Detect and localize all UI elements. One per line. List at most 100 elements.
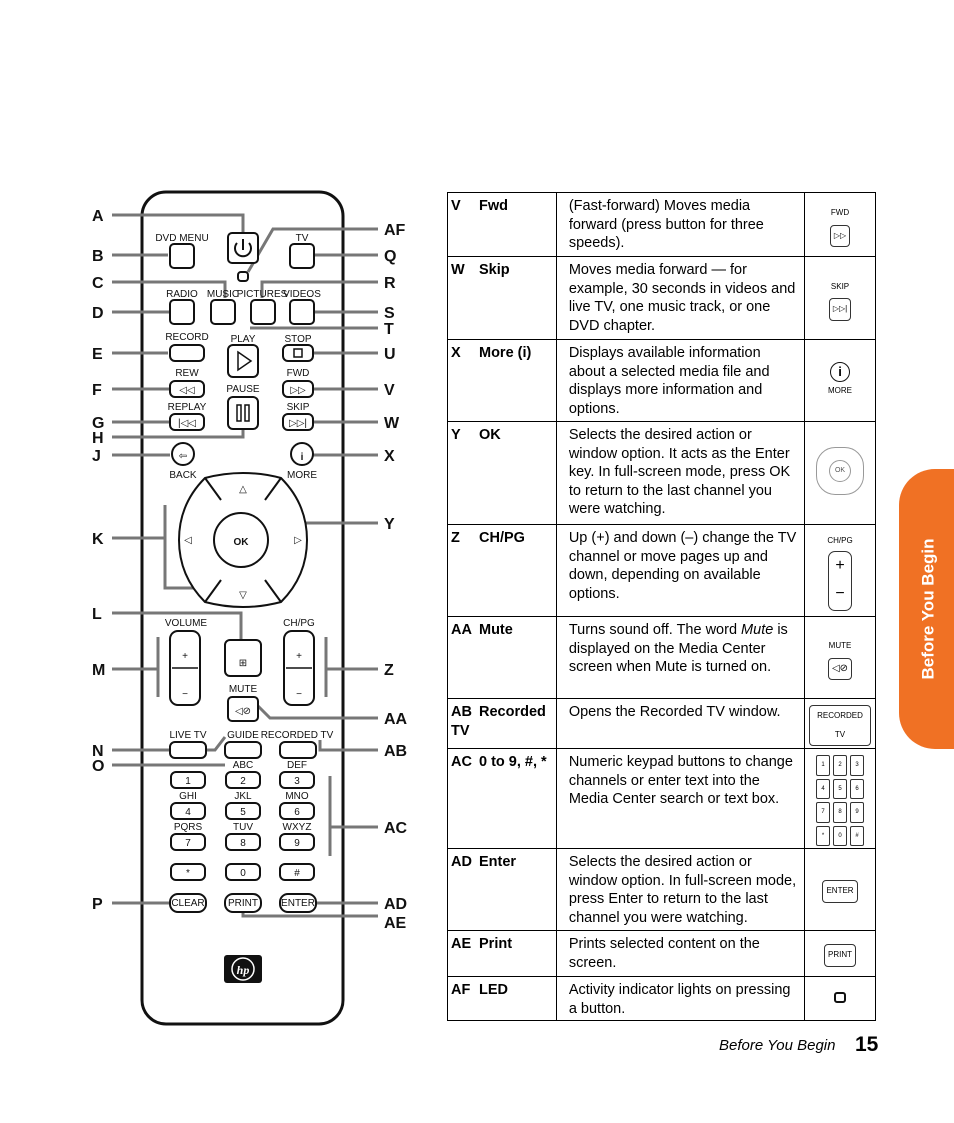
print-button[interactable] <box>224 893 262 913</box>
keypad-digit-label: 3 <box>294 776 300 787</box>
pause-button[interactable] <box>227 396 259 430</box>
callout-b: B <box>92 248 104 265</box>
row-description: Moves media forward — for example, 30 se… <box>555 256 806 340</box>
keypad-letters-label: TUV <box>233 822 253 833</box>
enter-button[interactable] <box>279 893 317 913</box>
row-name: More (i) <box>479 345 532 361</box>
keypad-button[interactable] <box>170 863 206 881</box>
fwd-button-icon-label: FWD <box>830 208 850 217</box>
row-name: Recorded TV <box>451 704 546 739</box>
dvd-menu-label: DVD MENU <box>155 233 208 244</box>
led-icon <box>834 992 847 1004</box>
play-button[interactable] <box>227 344 259 378</box>
enter-label: ENTER <box>281 898 315 909</box>
windows-logo-icon: ⊞ <box>239 658 247 669</box>
live-tv-button[interactable] <box>169 741 207 759</box>
down-arrow-icon: ▽ <box>239 590 247 601</box>
remote-control-diagram: A B C D E F G H J K L M N O P AF Q R S T… <box>92 190 408 1026</box>
callout-n: N <box>92 743 104 760</box>
keypad-button[interactable] <box>170 771 206 789</box>
callout-lines <box>112 213 378 918</box>
power-icon <box>234 242 252 258</box>
pictures-label: PICTURES <box>237 289 288 300</box>
music-button[interactable] <box>210 299 236 325</box>
ok-dpad-icon-label: OK <box>829 460 852 483</box>
dvd-menu-button[interactable] <box>169 243 195 269</box>
keypad-digit-label: 8 <box>240 838 246 849</box>
radio-label: RADIO <box>166 289 198 300</box>
row-description: Numeric keypad buttons to change channel… <box>555 748 806 849</box>
recorded-tv-icon: RECORDED TV <box>809 705 871 746</box>
recorded-tv-button[interactable] <box>279 741 317 759</box>
keypad-button[interactable] <box>279 771 315 789</box>
skip-icon: ▷▷| <box>289 418 307 429</box>
table-row: X More (i) Displays available information… <box>447 339 876 422</box>
radio-button[interactable] <box>169 299 195 325</box>
more-label: MORE <box>287 470 317 481</box>
row-description: Displays available information about a s… <box>555 339 806 422</box>
callouts-left: A B C D E F G H J K L M N O P <box>92 208 105 913</box>
keypad-digit-label: 5 <box>240 807 246 818</box>
section-side-tab: Before You Begin <box>899 469 954 749</box>
pause-icon <box>236 404 242 422</box>
callout-k: K <box>92 531 104 548</box>
keypad-button[interactable] <box>170 802 206 820</box>
power-button[interactable] <box>227 232 259 264</box>
videos-button[interactable] <box>289 299 315 325</box>
up-arrow-icon: △ <box>239 484 247 495</box>
guide-button[interactable] <box>224 741 262 759</box>
row-code: AB <box>451 704 472 720</box>
more-info-icon-label: MORE <box>828 386 853 396</box>
row-code: Y <box>451 427 461 443</box>
keypad-button[interactable] <box>225 771 261 789</box>
callout-z: Z <box>384 662 394 679</box>
ok-label: OK <box>234 537 250 548</box>
fwd-icon: ▷▷ <box>290 385 306 396</box>
callout-l: L <box>92 606 102 623</box>
back-arrow-icon: ⇦ <box>179 451 187 462</box>
callout-c: C <box>92 275 104 292</box>
hp-logo-plate <box>224 955 262 983</box>
clear-button[interactable] <box>169 893 207 913</box>
callout-ac: AC <box>384 820 408 837</box>
left-arrow-icon: ◁ <box>184 535 192 546</box>
fwd-button-icon: ▷▷ <box>829 224 851 247</box>
row-code: X <box>451 345 461 361</box>
ok-button[interactable] <box>213 512 269 568</box>
callout-ab: AB <box>384 743 407 760</box>
keypad-button[interactable] <box>225 802 261 820</box>
enter-button-icon: ENTER <box>822 880 858 903</box>
volume-up-icon: + <box>182 651 188 662</box>
record-button[interactable] <box>169 344 205 362</box>
replay-button[interactable] <box>169 413 205 431</box>
keypad-button[interactable] <box>225 863 261 881</box>
keypad-button[interactable] <box>279 863 315 881</box>
keypad-letters-label: DEF <box>287 760 307 771</box>
keypad-digit-label: 0 <box>240 868 246 879</box>
mute-icon-label: MUTE <box>828 641 852 650</box>
stop-button[interactable] <box>282 344 314 362</box>
pictures-button[interactable] <box>250 299 276 325</box>
keypad-button[interactable] <box>170 833 206 851</box>
windows-start-button[interactable] <box>224 639 262 677</box>
back-button[interactable] <box>171 442 195 466</box>
tv-button[interactable] <box>289 243 315 269</box>
skip-button[interactable] <box>282 413 314 431</box>
fwd-button[interactable] <box>282 380 314 398</box>
callout-e: E <box>92 346 103 363</box>
keypad-button[interactable] <box>279 802 315 820</box>
callout-w: W <box>384 415 400 432</box>
keypad-button[interactable] <box>225 833 261 851</box>
play-icon <box>237 350 253 372</box>
row-code: W <box>451 262 465 278</box>
more-button[interactable] <box>290 442 314 466</box>
mute-button[interactable] <box>227 696 259 722</box>
keypad-button[interactable] <box>279 833 315 851</box>
rew-button[interactable] <box>169 380 205 398</box>
